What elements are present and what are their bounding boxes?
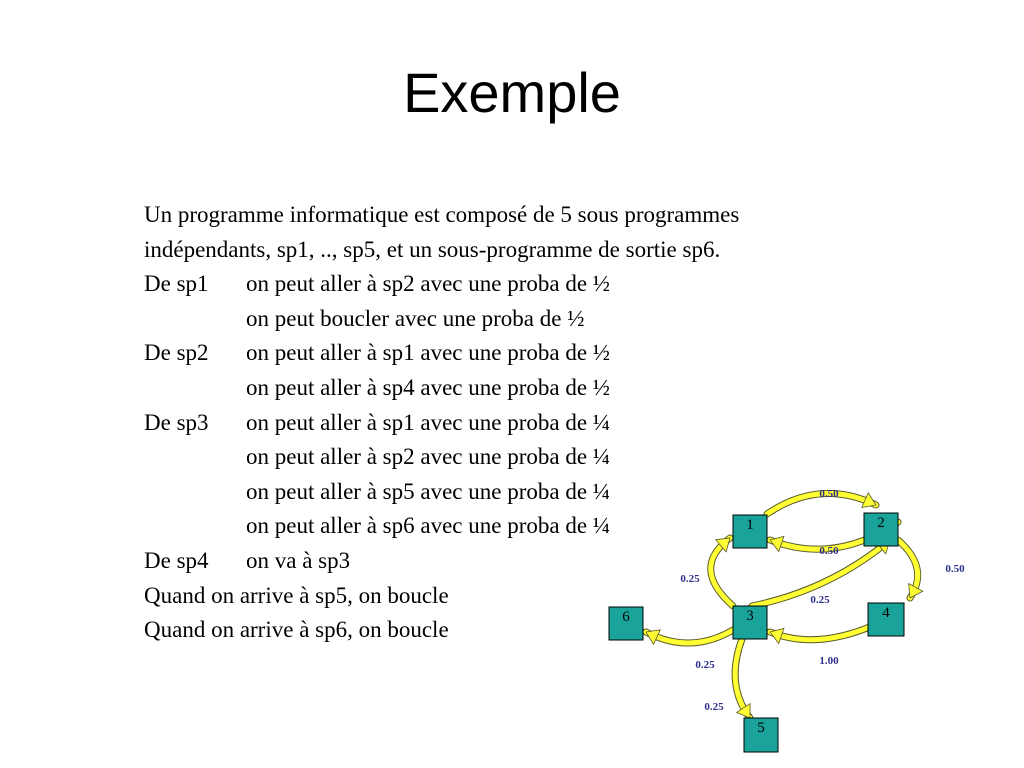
arrow-head	[861, 492, 877, 509]
text-line-content: indépendants, sp1, .., sp5, et un sous-p…	[144, 236, 721, 262]
edge-label: 0.50	[819, 545, 839, 557]
arrow-head	[645, 629, 661, 646]
edge-arrow-3-to-1: 0.25	[680, 534, 737, 610]
arrow-head	[735, 702, 751, 719]
node-label: 1	[746, 517, 754, 533]
node-5: 5	[743, 717, 779, 753]
node-box	[732, 605, 768, 640]
node-label: 2	[877, 515, 885, 531]
node-3: 3	[732, 605, 768, 640]
node-label: 3	[746, 608, 754, 624]
arrow-head	[714, 537, 731, 553]
text-line: on peut aller à sp5 avec une proba de ¼	[144, 479, 904, 509]
edge-label: 0.25	[695, 659, 715, 671]
node-2: 2	[863, 512, 899, 547]
text-line-label: De sp2	[144, 340, 209, 366]
text-line: Quand on arrive à sp5, on boucle	[144, 583, 904, 613]
node-box	[867, 602, 905, 637]
text-line-content: on peut aller à sp1 avec une proba de ¼	[246, 409, 611, 435]
node-label: 4	[882, 605, 890, 621]
text-line-content: on peut aller à sp6 avec une proba de ¼	[246, 513, 611, 539]
text-line-content: Un programme informatique est composé de…	[144, 202, 740, 227]
edge-arrow-2-to-4: 0.50	[894, 536, 965, 602]
node-label: 6	[622, 609, 630, 625]
node-box	[743, 717, 779, 753]
node-box	[608, 606, 644, 641]
edge-arrow-1-to-2: 0.50	[763, 488, 880, 518]
text-line-content: Quand on arrive à sp6, on boucle	[144, 617, 449, 643]
edge-arrow-3-to-5: 0.25	[704, 635, 754, 722]
text-line-content: on peut aller à sp5 avec une proba de ¼	[246, 478, 611, 504]
edge-label: 0.25	[704, 701, 724, 713]
node-6: 6	[608, 606, 644, 641]
arrow-head	[769, 627, 785, 645]
node-box	[732, 514, 768, 549]
text-line-content: on peut aller à sp4 avec une proba de ½	[246, 375, 611, 400]
text-line: on peut aller à sp2 avec une proba de ¼	[144, 444, 904, 474]
text-line-label: De sp1	[144, 271, 209, 297]
text-line: De sp2 on peut aller à sp1 avec une proba…	[144, 340, 904, 370]
node-box	[863, 512, 899, 547]
node-4: 4	[867, 602, 905, 637]
slide-title: Exemple	[403, 61, 621, 124]
node-1: 1	[732, 514, 768, 549]
arrow-head	[769, 535, 785, 553]
text-line-content: on va à sp3	[246, 548, 351, 573]
text-line: indépendants, sp1, .., sp5, et un sous-p…	[144, 237, 904, 267]
text-line: Un programme informatique est composé de…	[144, 202, 904, 232]
text-line-label: De sp4	[144, 548, 209, 573]
edge-arrow-3-to-6: 0.25	[642, 626, 737, 671]
arrow-head	[908, 582, 924, 599]
text-line-content: on peut aller à sp2 avec une proba de ½	[246, 271, 611, 297]
text-line-content: on peut aller à sp1 avec une proba de ½	[246, 340, 611, 366]
edge-arrow-4-to-3: 1.00	[766, 622, 876, 667]
edge-label: 0.50	[819, 488, 839, 500]
text-line: De sp4 on va à sp3	[144, 548, 904, 578]
text-line: Quand on arrive à sp6, on boucle	[144, 617, 904, 647]
text-line-content: on peut aller à sp2 avec une proba de ¼	[246, 444, 611, 470]
text-line-content: on peut boucler avec une proba de ½	[246, 305, 585, 331]
text-line-label: De sp3	[144, 409, 209, 435]
edge-label: 0.25	[680, 573, 700, 585]
text-line: De sp1 on peut aller à sp2 avec une proba…	[144, 271, 904, 301]
edge-label: 0.25	[810, 594, 830, 606]
node-label: 5	[757, 720, 765, 736]
text-line: on peut aller à sp4 avec une proba de ½	[144, 375, 904, 405]
edge-label: 0.50	[945, 563, 965, 575]
edge-label: 1.00	[819, 655, 839, 667]
text-line: on peut boucler avec une proba de ½	[144, 306, 904, 336]
text-line-content: Quand on arrive à sp5, on boucle	[144, 582, 449, 608]
text-line: on peut aller à sp6 avec une proba de ¼	[144, 513, 904, 543]
text-line: De sp3 on peut aller à sp1 avec une proba…	[144, 410, 904, 440]
